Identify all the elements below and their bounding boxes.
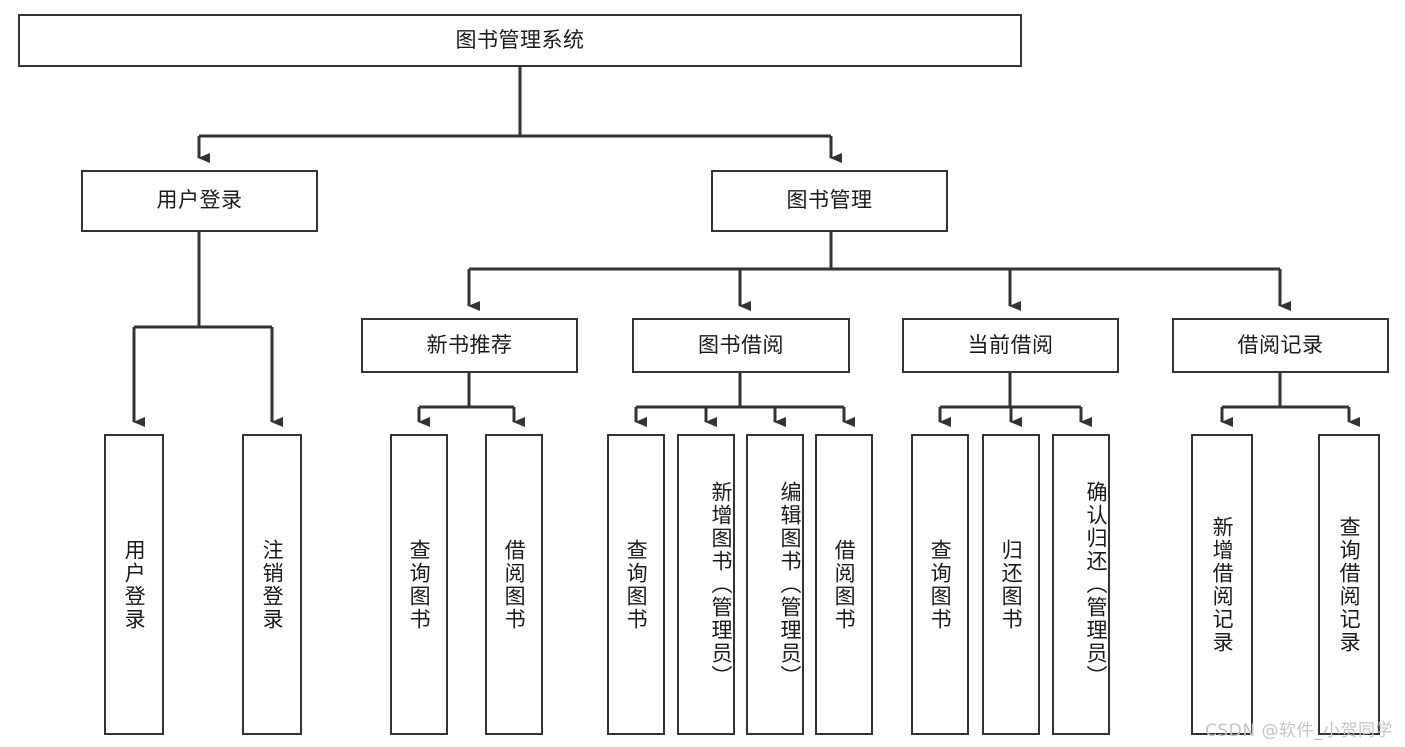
node-leaf-query-book-rec[interactable]: 查询图书 [390, 434, 448, 735]
node-leaf-borrow-book-rec[interactable]: 借阅图书 [485, 434, 543, 735]
node-book-manage[interactable]: 图书管理 [711, 170, 948, 232]
node-new-book-rec[interactable]: 新书推荐 [361, 318, 578, 373]
node-book-borrow[interactable]: 图书借阅 [632, 318, 850, 373]
node-leaf-query-book-borrow[interactable]: 查询图书 [607, 434, 665, 735]
node-leaf-add-book[interactable]: 新增图书（管理员） [677, 434, 735, 735]
node-leaf-user-login[interactable]: 用户登录 [104, 434, 164, 735]
node-leaf-return-book[interactable]: 归还图书 [982, 434, 1040, 735]
node-current-borrow[interactable]: 当前借阅 [902, 318, 1119, 373]
node-leaf-borrow-book[interactable]: 借阅图书 [815, 434, 873, 735]
node-user-login[interactable]: 用户登录 [81, 170, 318, 232]
node-borrow-record[interactable]: 借阅记录 [1172, 318, 1389, 373]
node-leaf-query-record[interactable]: 查询借阅记录 [1318, 434, 1380, 735]
node-leaf-confirm-return[interactable]: 确认归还（管理员） [1052, 434, 1110, 735]
node-leaf-logout[interactable]: 注销登录 [242, 434, 302, 735]
node-leaf-query-book-cur[interactable]: 查询图书 [911, 434, 969, 735]
node-leaf-edit-book[interactable]: 编辑图书（管理员） [746, 434, 804, 735]
node-root[interactable]: 图书管理系统 [18, 14, 1022, 67]
node-leaf-add-record[interactable]: 新增借阅记录 [1191, 434, 1253, 735]
